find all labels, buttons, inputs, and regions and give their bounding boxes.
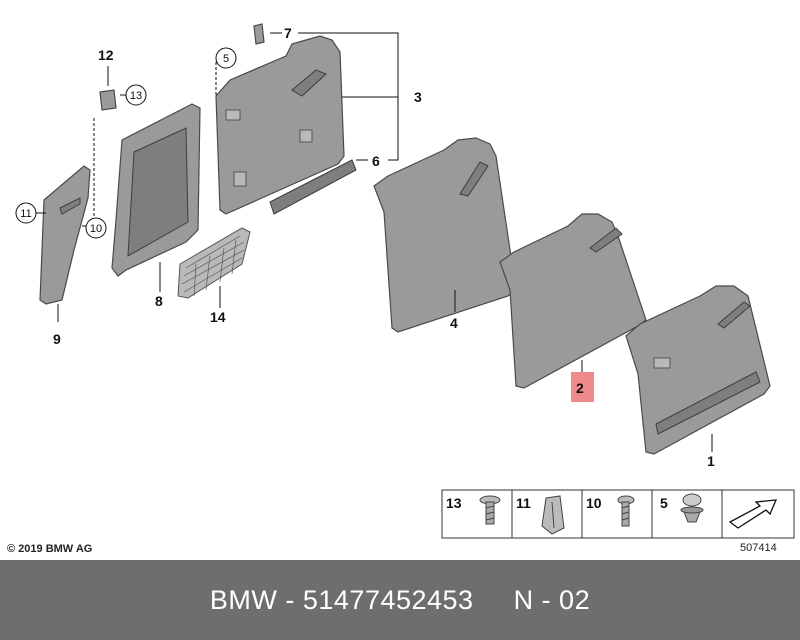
parts-diagram: 7 3 6 12 9 8 14 4 1 2 13 5 11 10 13 11 [15,23,795,554]
part-8-side-trim-frame[interactable] [111,103,201,277]
copyright-text: © 2019 BMW AG [7,543,93,555]
legend-label-11: 11 [516,495,531,511]
fastener-legend: 13 11 10 5 [441,489,795,539]
legend-label-10: 10 [586,495,602,511]
part-9-pillar-trim[interactable] [39,165,91,305]
callout-1: 1 [707,453,715,469]
part-2-trim-panel[interactable] [499,213,647,389]
callout-12: 12 [98,47,114,63]
part-6-trim-strip[interactable] [269,159,357,215]
callout-6: 6 [372,153,380,169]
part-7-clip[interactable] [253,23,265,45]
callout-7: 7 [284,25,292,41]
callout-4: 4 [450,315,458,331]
callout-11-circle: 11 [15,202,37,224]
callout-14: 14 [210,309,226,325]
callout-8: 8 [155,293,163,309]
footer-bar: BMW - 51477452453 N - 02 [0,560,800,640]
part-3-upper-trim-panel[interactable] [215,35,345,215]
callout-2-highlight [571,372,594,402]
callout-11: 11 [20,208,31,220]
callout-13-circle: 13 [125,84,147,106]
diagram-id: 507414 [740,542,777,554]
callout-5-circle: 5 [215,47,237,69]
legend-label-5: 5 [660,495,668,511]
screw-with-washer-icon [479,495,501,525]
push-rivet-icon [680,493,704,523]
callout-10-circle: 10 [85,217,107,239]
part-14-storage-net[interactable] [177,227,251,299]
expanding-clip-icon [541,495,565,535]
arrow-icon [728,499,778,529]
part-number-caption: BMW - 51477452453 N - 02 [209,585,591,615]
callout-2: 2 [576,380,584,396]
callout-3: 3 [414,89,422,105]
callout-9: 9 [53,331,61,347]
callout-10: 10 [90,223,102,235]
part-4-trim-panel[interactable] [373,137,517,333]
part-12-bracket[interactable] [99,89,117,111]
screw-icon [617,495,635,527]
callout-5: 5 [223,53,229,65]
callout-13: 13 [130,90,142,102]
part-1-lower-trim-panel[interactable] [625,285,771,455]
legend-label-13: 13 [446,495,462,511]
